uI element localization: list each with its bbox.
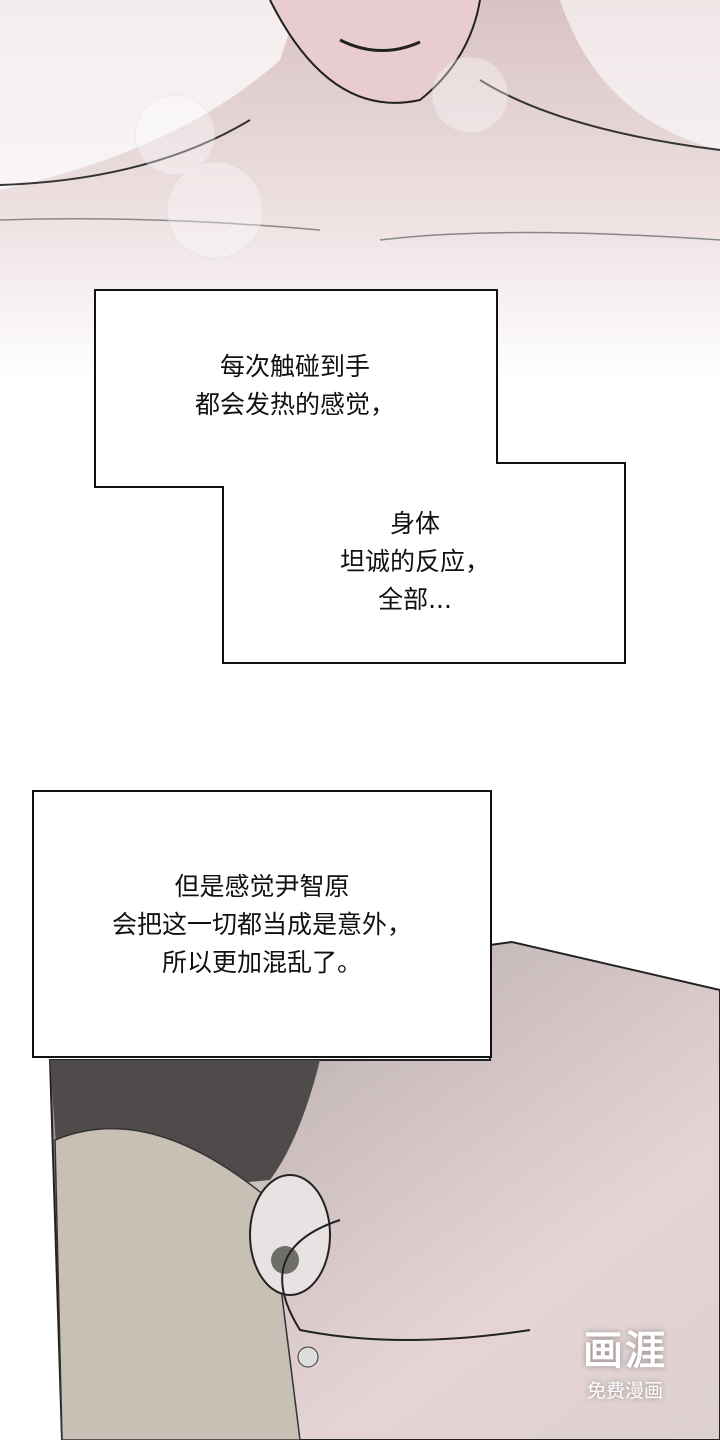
- watermark-tagline: 免费漫画: [586, 1380, 663, 1402]
- caption-line: 身体: [389, 509, 440, 538]
- watermark-logo: 画涯: [583, 1328, 667, 1374]
- caption-text-1: 每次触碰到手 都会发热的感觉，: [150, 348, 440, 424]
- caption-text-2: 身体 坦诚的反应， 全部...: [300, 505, 530, 619]
- caption-line: 每次触碰到手: [219, 352, 370, 381]
- caption-line: 全部...: [378, 585, 452, 614]
- caption-line: 都会发热的感觉，: [194, 390, 395, 419]
- caption-line: 坦诚的反应，: [339, 547, 490, 576]
- caption-line: 所以更加混乱了。: [161, 948, 362, 977]
- bottom-panel-face-art: [48, 940, 720, 1440]
- caption-line: 但是感觉尹智原: [174, 872, 350, 901]
- caption-box-3-frame: [32, 790, 492, 1058]
- watermark: 画涯 免费漫画: [565, 1318, 685, 1403]
- caption-line: 会把这一切都当成是意外，: [111, 910, 412, 939]
- caption-text-3: 但是感觉尹智原 会把这一切都当成是意外， 所以更加混乱了。: [33, 868, 491, 982]
- caption-box-1-frame: [94, 289, 626, 664]
